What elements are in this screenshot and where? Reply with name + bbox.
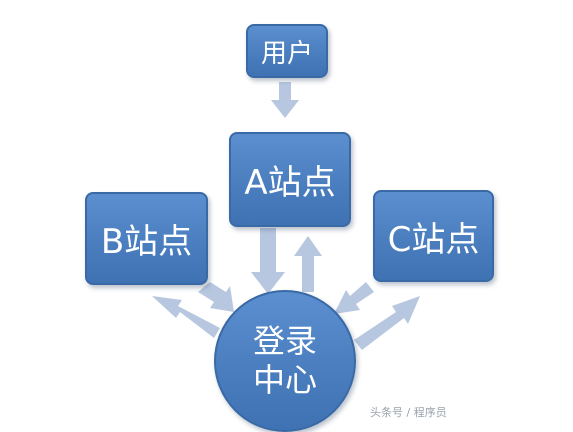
arrow-login-to-site-a — [294, 236, 322, 292]
node-site-b-label: B站点 — [100, 222, 193, 262]
arrow-site-b-to-login — [198, 282, 234, 312]
node-site-a-label: A站点 — [244, 163, 336, 203]
node-site-c-label: C站点 — [387, 219, 480, 260]
node-login-center-line1: 登录 — [252, 321, 317, 360]
node-site-a: A站点 — [229, 132, 351, 227]
arrow-user-to-site-a — [271, 82, 299, 118]
node-user: 用户 — [246, 24, 328, 78]
node-site-c: C站点 — [373, 190, 494, 282]
arrow-site-a-to-login — [251, 228, 285, 294]
diagram-arrows — [152, 82, 420, 350]
node-site-b: B站点 — [85, 192, 208, 285]
node-user-label: 用户 — [260, 38, 313, 69]
arrow-login-to-site-b — [152, 296, 220, 338]
watermark-text: 头条号 / 程序员 — [370, 406, 447, 419]
arrow-site-c-to-login — [334, 282, 374, 314]
node-login-center: 登录 中心 — [214, 290, 356, 432]
arrow-login-to-site-c — [354, 296, 420, 350]
node-login-center-line2: 中心 — [252, 361, 317, 399]
